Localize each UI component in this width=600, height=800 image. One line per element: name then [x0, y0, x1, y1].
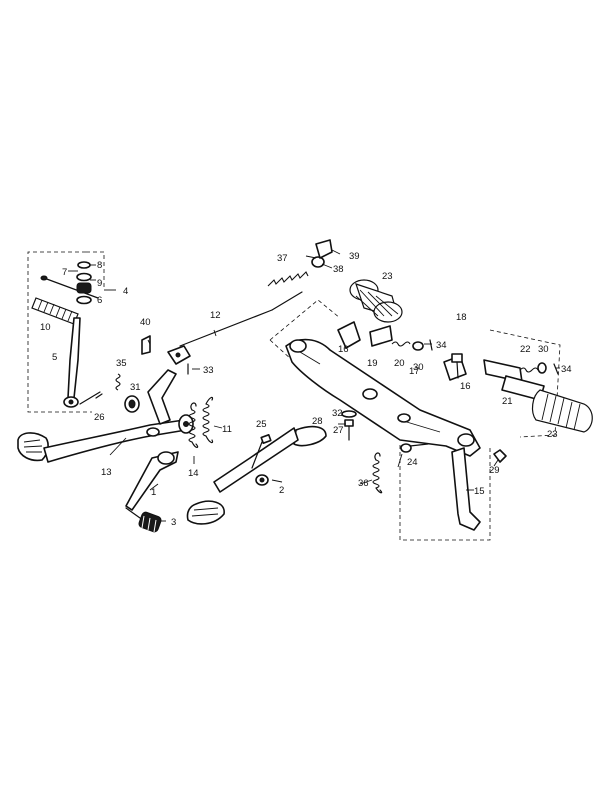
callout-17: 17	[409, 366, 420, 377]
shift-lever-assembly	[31, 261, 103, 408]
callout-30a: 30	[413, 362, 424, 373]
rod-spring-and-nut	[267, 239, 333, 287]
callout-32: 32	[332, 408, 343, 419]
step-rubber	[138, 511, 162, 533]
callout-labels: 1 2 3 4 5 6 7 8 9 10 11 12 13 14 15 16 1…	[40, 251, 572, 528]
callout-11: 11	[222, 424, 232, 435]
callout-12: 12	[210, 310, 221, 321]
callout-29: 29	[489, 465, 500, 476]
callout-25: 25	[256, 419, 267, 430]
callout-39: 39	[349, 251, 360, 262]
side-stand	[372, 443, 507, 531]
callout-8: 8	[97, 260, 102, 271]
brake-pedal	[17, 369, 194, 463]
step-lever	[125, 451, 179, 533]
callout-26: 26	[94, 412, 105, 423]
callout-23a: 23	[382, 271, 393, 282]
callout-40: 40	[140, 317, 151, 328]
callout-9: 9	[97, 278, 102, 289]
callout-1: 1	[151, 487, 156, 498]
shift-rubber-grip	[31, 297, 79, 325]
callout-20: 20	[394, 358, 405, 369]
callout-10: 10	[40, 322, 51, 333]
callout-28: 28	[312, 416, 323, 427]
callout-36: 36	[358, 478, 369, 489]
callout-14: 14	[188, 468, 199, 479]
callout-18: 18	[456, 312, 467, 323]
left-footpeg	[349, 279, 424, 351]
callout-5: 5	[52, 352, 57, 363]
callout-3: 3	[171, 517, 176, 528]
callout-13: 13	[101, 467, 112, 478]
callout-37: 37	[277, 253, 288, 264]
brake-rod	[167, 291, 303, 365]
callout-6: 6	[97, 295, 102, 306]
callout-34a: 34	[436, 340, 447, 351]
callout-19: 19	[367, 358, 378, 369]
callout-33: 33	[203, 365, 214, 376]
callout-27: 27	[333, 425, 344, 436]
callout-2: 2	[279, 485, 284, 496]
callout-31: 31	[130, 382, 141, 393]
rear-brake-pedal	[186, 425, 327, 525]
callout-16b: 16	[460, 381, 471, 392]
callout-16a: 16	[338, 344, 349, 355]
callout-38: 38	[333, 264, 344, 275]
bolts	[251, 410, 357, 469]
callout-7: 7	[62, 267, 67, 278]
callout-24: 24	[407, 457, 418, 468]
springs-and-pins	[115, 335, 214, 449]
callout-35: 35	[116, 358, 127, 369]
callout-30b: 30	[538, 344, 549, 355]
callout-22: 22	[520, 344, 531, 355]
callout-21: 21	[502, 396, 513, 407]
right-footpeg	[429, 339, 593, 433]
callout-4: 4	[123, 286, 128, 297]
group-outlines	[27, 251, 561, 541]
callout-34b: 34	[561, 364, 572, 375]
callout-23b: 23	[547, 429, 558, 440]
leader-lines	[68, 249, 560, 522]
callout-15: 15	[474, 486, 485, 497]
